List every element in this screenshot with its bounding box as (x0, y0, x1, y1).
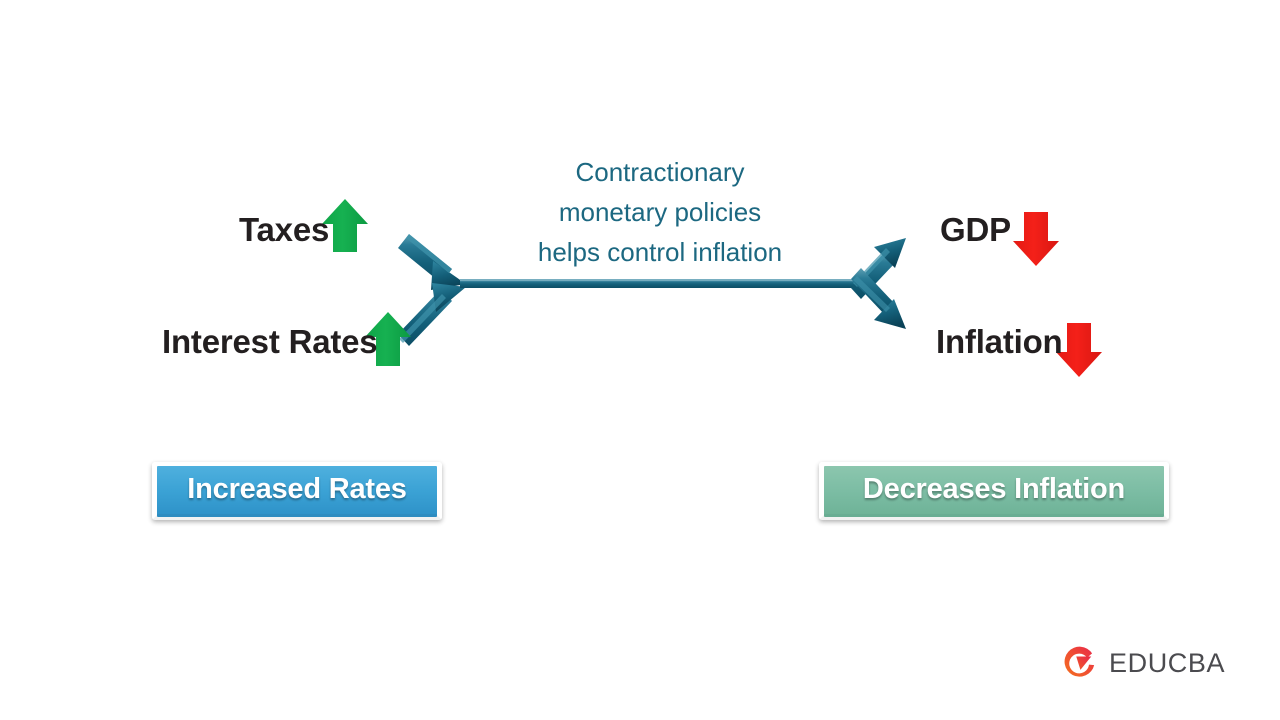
summary-pill-increased-rates-inner: Increased Rates (157, 465, 437, 517)
arrow-down-red-gdp (1013, 212, 1059, 266)
arrow-diagonal-teal-outbound-bottom (851, 268, 906, 329)
arrow-diagonal-teal-inbound-bottom (398, 283, 466, 346)
center-caption: Contractionary monetary policies helps c… (480, 152, 840, 272)
arrow-shaft-teal-center (460, 279, 856, 288)
summary-pill-decreases-inflation-inner: Decreases Inflation (824, 465, 1164, 517)
caption-line-3: helps control inflation (537, 237, 783, 267)
educba-play-circle-logo-icon (1064, 646, 1095, 677)
output-label-inflation: Inflation (936, 323, 1063, 360)
caption-line-1: Contractionary (575, 157, 745, 187)
summary-pill-increased-rates[interactable]: Increased Rates (152, 462, 442, 520)
summary-pill-decreases-inflation[interactable]: Decreases Inflation (819, 462, 1169, 520)
caption-line-2: monetary policies (558, 197, 762, 227)
input-label-taxes: Taxes (239, 211, 330, 248)
summary-pill-increased-rates-label: Increased Rates (187, 473, 407, 505)
educba-logo-text: EDUCBA (1109, 647, 1226, 678)
arrow-diagonal-teal-inbound-top (398, 234, 466, 290)
input-label-interest-rates: Interest Rates (162, 323, 378, 360)
arrow-diagonal-teal-outbound-top (851, 238, 906, 299)
summary-pill-decreases-inflation-label: Decreases Inflation (862, 473, 1126, 505)
arrow-down-red-inflation (1056, 323, 1102, 377)
educba-logo: EDUCBA (1060, 643, 1225, 683)
output-label-gdp: GDP (940, 211, 1011, 248)
